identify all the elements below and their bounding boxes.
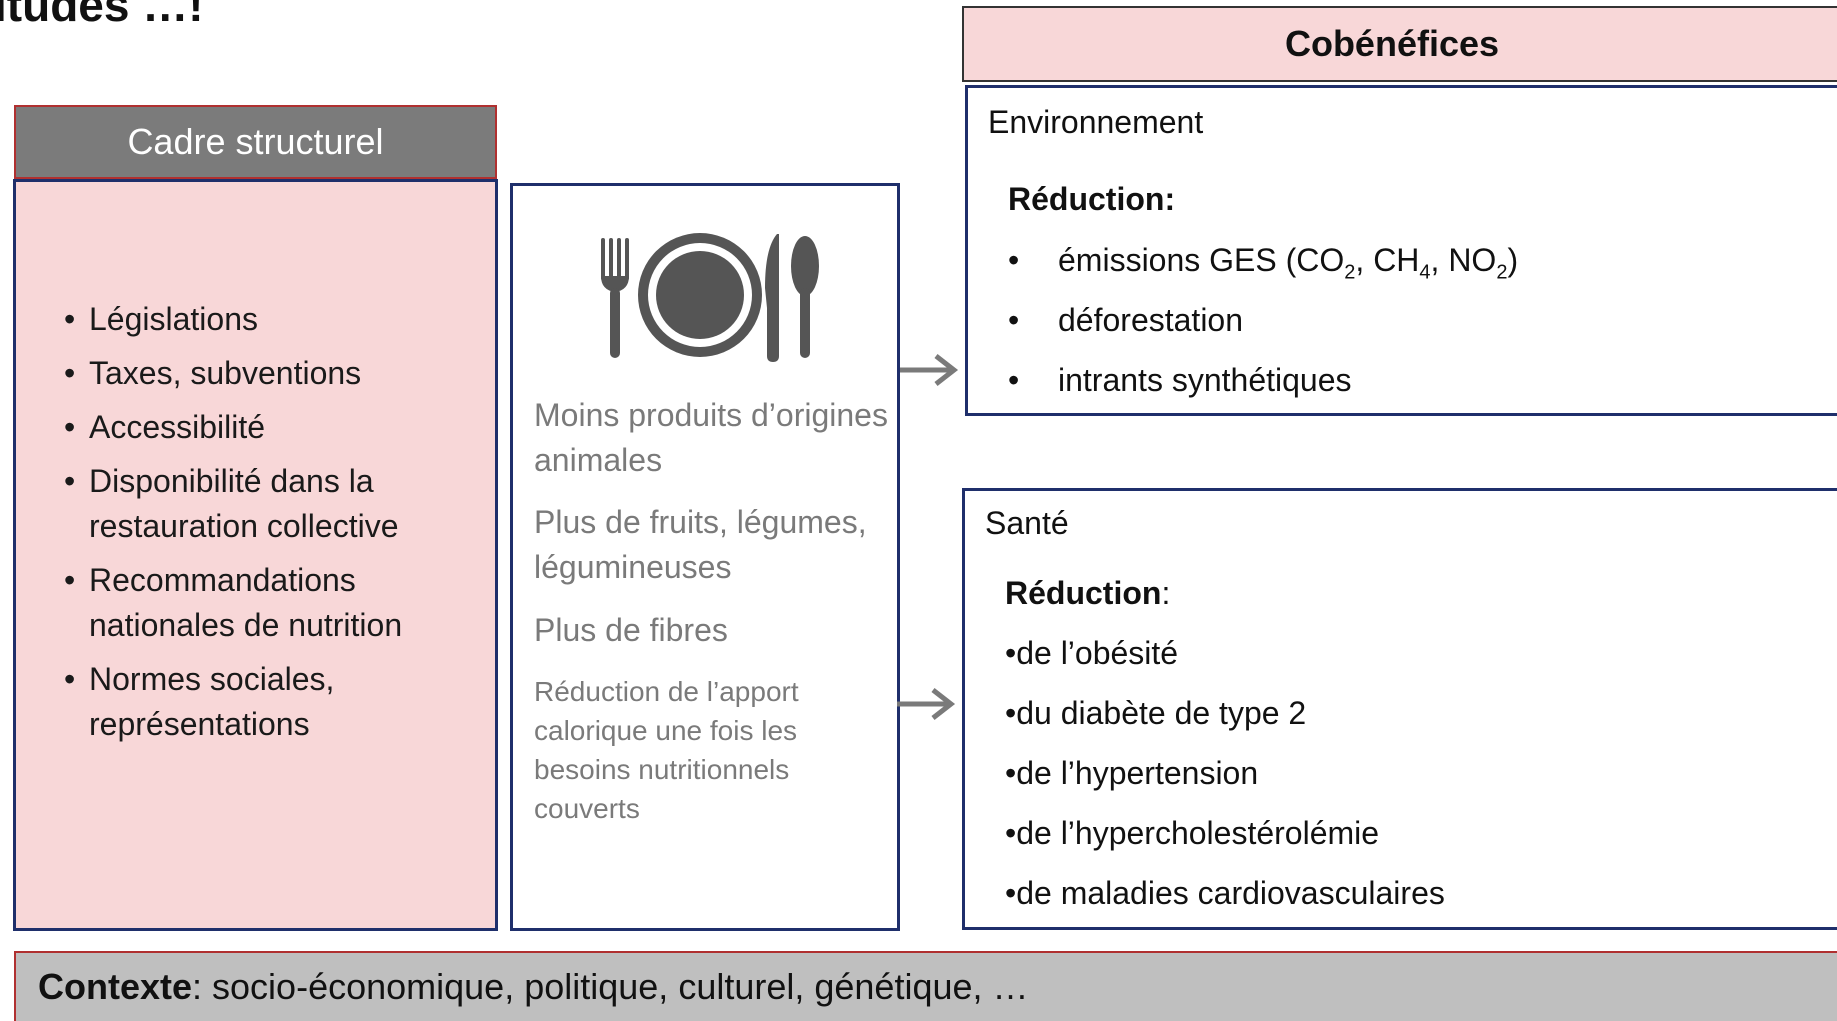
sante-title: Santé (985, 505, 1069, 541)
list-item: •Disponibilité dans la restauration coll… (64, 463, 399, 544)
list-item: •Législations (64, 301, 258, 337)
plate-cutlery-icon (601, 233, 819, 362)
list-item: •du diabète de type 2 (1005, 695, 1307, 731)
list-item: •de l’hypercholestérolémie (1005, 815, 1380, 851)
list-item: •Recommandations nationales de nutrition (64, 562, 403, 643)
contexte-label: Contexte (38, 966, 193, 1007)
ges-emissions-text: émissions GES (CO2, CH4, NO2) (1058, 242, 1519, 284)
environnement-subtitle: Réduction: (1008, 181, 1176, 217)
sante-subtitle: Réduction: (1005, 575, 1171, 611)
arrow-to-sante (897, 688, 956, 720)
contexte-text: : socio-économique, politique, culturel,… (192, 966, 1029, 1007)
arrow-to-environnement (900, 354, 959, 386)
page-title: itudes …! (0, 0, 204, 31)
cadre-list: •Législations •Taxes, subventions •Acces… (64, 297, 486, 756)
list-item: •de l’obésité (1005, 635, 1179, 671)
diet-item-less-animal: Moins produits d’origines animales (534, 397, 888, 478)
cadre-structurel-box: •Législations •Taxes, subventions •Acces… (13, 179, 498, 931)
environnement-box: Environnement Réduction: • émissions GES… (965, 85, 1837, 416)
list-item: •de l’hypertension (1005, 755, 1259, 791)
cadre-structurel-header: Cadre structurel (14, 105, 497, 179)
diet-changes-box: Moins produits d’origines animales Plus … (510, 183, 900, 931)
contexte-bar: Contexte: socio-économique, politique, c… (14, 951, 1837, 1021)
sante-box: Santé Réduction: •de l’obésité •du diabè… (962, 488, 1837, 930)
environnement-title: Environnement (988, 104, 1204, 140)
list-item: •de maladies cardiovasculaires (1005, 875, 1445, 911)
cobenefices-header: Cobénéfices (962, 6, 1837, 82)
diet-item-caloric-reduction: Réduction de l’apport calorique une fois… (534, 676, 799, 824)
list-item: •Normes sociales, représentations (64, 661, 335, 742)
diet-item-more-fruits: Plus de fruits, légumes, légumineuses (534, 504, 867, 585)
list-item: •Taxes, subventions (64, 355, 362, 391)
list-item: •Accessibilité (64, 409, 266, 445)
diet-item-more-fibers: Plus de fibres (534, 612, 728, 648)
